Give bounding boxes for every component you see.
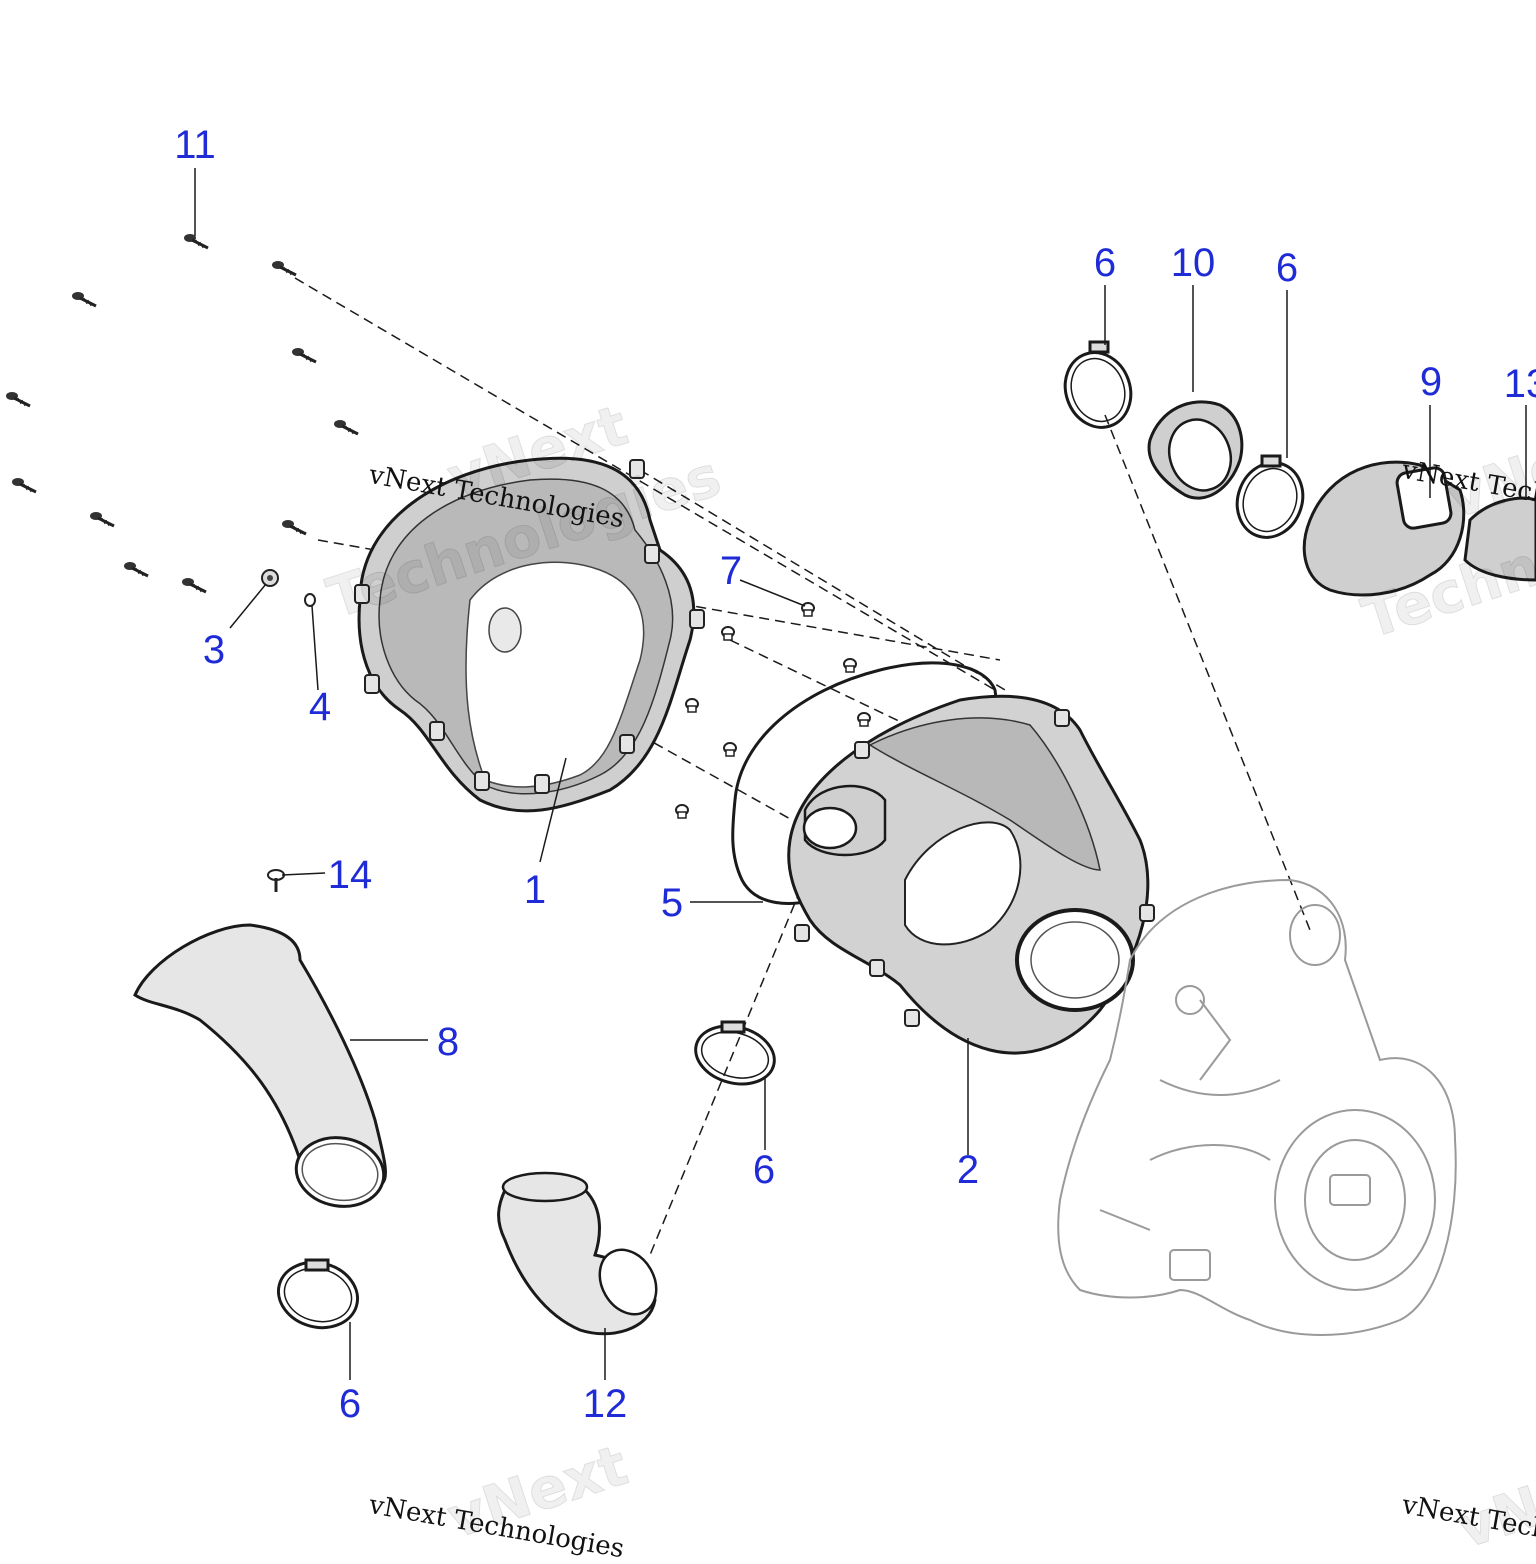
clamp-item-6-bottom bbox=[276, 1258, 360, 1330]
nut-item-3 bbox=[261, 569, 279, 587]
callout-6-bottom: 6 bbox=[338, 1382, 362, 1426]
washer-item-4 bbox=[304, 593, 316, 607]
duct-item-13 bbox=[1463, 496, 1536, 582]
leader-lines bbox=[194, 168, 1527, 1380]
callout-11: 11 bbox=[174, 123, 216, 167]
callout-5: 5 bbox=[660, 881, 684, 925]
callout-4: 4 bbox=[308, 685, 332, 729]
elbow-item-12 bbox=[497, 1171, 658, 1336]
clamp-item-6-top-left bbox=[1063, 340, 1133, 429]
callout-9: 9 bbox=[1419, 360, 1443, 404]
callout-6-middle: 6 bbox=[752, 1148, 776, 1192]
callout-14: 14 bbox=[327, 853, 373, 897]
callout-8: 8 bbox=[436, 1020, 460, 1064]
callout-10: 10 bbox=[1170, 241, 1216, 285]
duct-item-8 bbox=[133, 923, 387, 1208]
duct-item-9 bbox=[1302, 460, 1466, 597]
clip-item-14 bbox=[267, 869, 285, 892]
inner-housing-item-2 bbox=[787, 694, 1155, 1055]
callout-1: 1 bbox=[523, 868, 547, 912]
callout-6-top-right: 6 bbox=[1275, 246, 1299, 290]
transmission-ghost bbox=[1057, 878, 1457, 1336]
callout-13: 13 bbox=[1503, 362, 1536, 406]
callout-12: 12 bbox=[582, 1382, 628, 1426]
outer-cover-item-1 bbox=[354, 456, 705, 813]
callout-7: 7 bbox=[719, 549, 743, 593]
clamp-item-6-middle bbox=[694, 1020, 776, 1086]
screws-item-11 bbox=[4, 232, 360, 594]
coupler-item-10 bbox=[1147, 400, 1244, 500]
callout-3: 3 bbox=[202, 628, 226, 672]
clamp-item-6-top-right bbox=[1235, 454, 1305, 539]
callout-2: 2 bbox=[956, 1148, 980, 1192]
callout-6-top-left: 6 bbox=[1093, 241, 1117, 285]
